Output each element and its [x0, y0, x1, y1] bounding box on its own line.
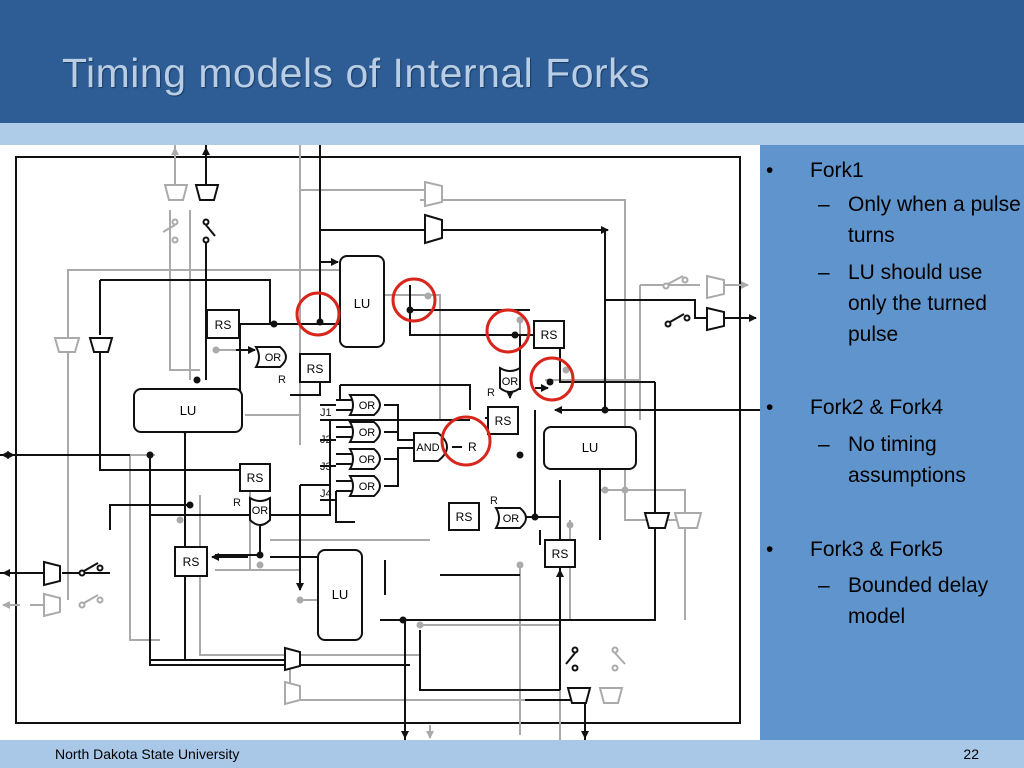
or-label-2: OR	[502, 376, 519, 388]
r-label-2: R	[487, 387, 495, 399]
mux-shapes-gray	[43, 180, 725, 706]
page-number: 22	[963, 746, 979, 762]
dash-icon: –	[818, 574, 830, 597]
rs-blocks: RS RS RS RS RS RS RS RS	[174, 309, 576, 577]
switches	[78, 218, 691, 672]
bullet-dot-icon: •	[766, 159, 774, 182]
or-wiring	[320, 385, 416, 523]
bullet-label: Fork2 & Fork4	[810, 396, 944, 419]
switches-gray	[78, 218, 689, 672]
diagram-area: LU LU LU LU RS RS RS RS RS RS RS RS OR O…	[0, 145, 760, 740]
junction-dots-gray	[176, 292, 629, 629]
lu-block-right	[543, 426, 637, 470]
or-label-1: OR	[265, 352, 282, 364]
rs-label-7: RS	[552, 547, 569, 561]
footer-university: North Dakota State University	[55, 746, 240, 762]
or-gates: OR OR OR OR OR OR OR OR	[249, 346, 527, 529]
bullet-panel: • Fork1 – Only when a pulse turns – LU s…	[760, 145, 1024, 740]
lu-block-top	[339, 255, 385, 348]
fork-circle-4	[529, 356, 575, 402]
j4-label: J4	[320, 488, 332, 500]
sub-bullet-text: Bounded delay model	[848, 574, 989, 628]
rs-label-8: RS	[183, 555, 200, 569]
fork-circle-3	[485, 308, 531, 354]
fork-circles	[295, 277, 575, 467]
rs-label-2: RS	[307, 362, 324, 376]
or-label-j4: OR	[359, 481, 376, 493]
bullet-dot-icon: •	[766, 396, 774, 419]
accent-strip	[0, 123, 1024, 145]
lu-label-right: LU	[582, 440, 599, 455]
sub-bullet-text: No timing assumptions	[848, 433, 966, 487]
sub-bullet-text: Only when a pulse turns	[848, 193, 1021, 247]
j3-label: J3	[320, 461, 332, 473]
bullet-label: Fork1	[810, 159, 864, 182]
lu-label-bottom: LU	[332, 587, 349, 602]
lu-label-left: LU	[180, 403, 197, 418]
and-label: AND	[416, 442, 439, 454]
bullet-dot-icon: •	[766, 538, 774, 561]
rs-label-5: RS	[247, 471, 264, 485]
footer: North Dakota State University 22	[0, 740, 1024, 768]
mux-shapes	[43, 184, 725, 704]
and-r-label: R	[468, 440, 477, 454]
dash-icon: –	[818, 433, 830, 456]
lu-label-top: LU	[354, 296, 371, 311]
bullet-label: Fork3 & Fork5	[810, 538, 944, 561]
j1-label: J1	[320, 407, 332, 419]
or-label-3: OR	[252, 505, 269, 517]
rs-label-6: RS	[456, 510, 473, 524]
or-label-4: OR	[503, 513, 520, 525]
port-labels: J1 J2 J3 J4 R R R R	[233, 374, 498, 509]
lu-block-left	[133, 388, 243, 433]
fork-circle-1	[295, 291, 341, 337]
circuit-diagram: LU LU LU LU RS RS RS RS RS RS RS RS OR O…	[0, 145, 760, 740]
title-bar: Timing models of Internal Forks	[0, 0, 1024, 123]
sub-bullet-text: LU should use only the turned pulse	[848, 261, 987, 346]
r-label-3: R	[233, 497, 241, 509]
or-label-j3: OR	[359, 454, 376, 466]
rs-label-1: RS	[215, 318, 232, 332]
rs-label-3: RS	[541, 328, 558, 342]
r-label-4: R	[490, 495, 498, 507]
fork-circle-5	[440, 415, 492, 467]
lu-block-bottom	[317, 549, 363, 641]
black-wires	[0, 145, 760, 740]
and-gate: AND R	[413, 432, 477, 462]
or-label-j1: OR	[359, 400, 376, 412]
lu-blocks: LU LU LU LU	[133, 255, 637, 641]
slide-title: Timing models of Internal Forks	[62, 50, 651, 96]
or-label-j2: OR	[359, 427, 376, 439]
dash-icon: –	[818, 261, 830, 284]
rs-label-4: RS	[495, 414, 512, 428]
fork-circle-2	[391, 277, 437, 323]
r-label-1: R	[278, 374, 286, 386]
dash-icon: –	[818, 193, 830, 216]
j2-label: J2	[320, 434, 332, 446]
